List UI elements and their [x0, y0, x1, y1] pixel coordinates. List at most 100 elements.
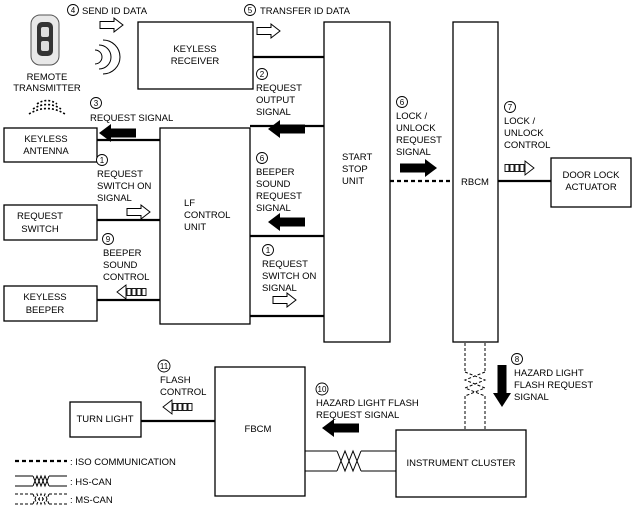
door-lock-actuator-block: DOOR LOCK ACTUATOR	[550, 157, 632, 208]
keyless-beeper-label-2: BEEPER	[26, 305, 65, 316]
send-id-arrow	[99, 17, 124, 33]
signal-11-text-1: FLASH	[160, 375, 191, 386]
transfer-id-arrow	[256, 23, 281, 39]
signal-9-text-2: SOUND	[103, 260, 137, 271]
signal-6a-text-3: REQUEST	[256, 191, 302, 202]
radio-waves-icon	[94, 39, 121, 75]
signal-8-text-2: FLASH REQUEST	[514, 380, 593, 391]
signal-1a-number: 1	[96, 154, 108, 166]
start-stop-unit-label-1: START	[342, 152, 372, 163]
legend-hs-can-line	[15, 474, 67, 488]
signal-4-text: SEND ID DATA	[82, 6, 148, 17]
lf-waves-icon	[28, 99, 66, 115]
lf-control-unit-label-2: CONTROL	[184, 210, 230, 221]
remote-label-2: TRANSMITTER	[13, 83, 81, 94]
svg-text:6: 6	[260, 154, 265, 163]
rbcm-label: RBCM	[461, 177, 489, 188]
signal-8-text-3: SIGNAL	[514, 392, 549, 403]
turn-light-label: TURN LIGHT	[77, 414, 134, 425]
request-output-arrow	[268, 120, 305, 138]
signal-6b-text-2: UNLOCK	[396, 123, 436, 134]
start-stop-unit-block: START STOP UNIT	[323, 21, 391, 343]
lock-unlock-request-arrow	[400, 159, 437, 177]
signal-4-number: 4	[67, 4, 79, 16]
svg-text:1: 1	[266, 246, 271, 255]
signal-10-text-1: HAZARD LIGHT FLASH	[316, 398, 419, 409]
request-switch-label-2: SWITCH	[21, 224, 59, 235]
request-switch-on-arrow-1	[126, 204, 151, 220]
signal-3-number: 3	[90, 97, 102, 109]
signal-1a-text-3: SIGNAL	[97, 193, 132, 204]
signal-1b-text-3: SIGNAL	[262, 283, 297, 294]
signal-1a-text-2: SWITCH ON	[97, 181, 151, 192]
signal-5-text: TRANSFER ID DATA	[260, 6, 351, 17]
start-stop-unit-label-2: STOP	[342, 164, 368, 175]
signal-6b-text-3: REQUEST	[396, 135, 442, 146]
svg-text:1: 1	[100, 156, 105, 165]
signal-6b-number: 6	[396, 96, 408, 108]
signal-7-text-3: CONTROL	[504, 140, 550, 151]
signal-5-number: 5	[244, 4, 256, 16]
signal-11-number: 11	[157, 359, 171, 373]
lf-control-unit-block: LF CONTROL UNIT	[159, 127, 251, 325]
signal-1b-text-1: REQUEST	[262, 259, 308, 270]
door-lock-actuator-label-2: ACTUATOR	[565, 182, 617, 193]
svg-text:4: 4	[71, 6, 76, 15]
fbcm-label: FBCM	[245, 424, 272, 435]
keyless-receiver-label-2: RECEIVER	[171, 56, 220, 67]
signal-2-text-1: REQUEST	[256, 83, 302, 94]
keyless-receiver-block: KEYLESS RECEIVER	[137, 21, 254, 90]
signal-6a-text-4: SIGNAL	[256, 203, 291, 214]
svg-text:9: 9	[106, 235, 111, 244]
legend-hs-can-label: : HS-CAN	[70, 477, 112, 488]
signal-10-number: 10	[315, 382, 329, 396]
legend-ms-can-label: : MS-CAN	[70, 495, 113, 506]
svg-text:11: 11	[160, 362, 169, 371]
legend-iso-label: : ISO COMMUNICATION	[70, 457, 176, 468]
keyless-antenna-block: KEYLESS ANTENNA	[3, 127, 98, 163]
keyless-receiver-label-1: KEYLESS	[173, 44, 216, 55]
signal-8-number: 8	[511, 353, 523, 365]
beeper-sound-request-arrow	[268, 213, 305, 231]
remote-label-1: REMOTE	[27, 72, 68, 83]
wires	[97, 55, 551, 473]
signal-6a-number: 6	[256, 152, 268, 164]
fbcm-block: FBCM	[214, 366, 306, 497]
signal-3-text: REQUEST SIGNAL	[90, 113, 173, 124]
flash-control-arrow	[162, 399, 193, 415]
door-lock-actuator-label-1: DOOR LOCK	[562, 170, 620, 181]
instrument-cluster-block: INSTRUMENT CLUSTER	[395, 429, 527, 498]
keyless-antenna-label-1: KEYLESS	[24, 134, 67, 145]
signal-9-number: 9	[102, 233, 114, 245]
lock-unlock-control-arrow	[504, 160, 535, 176]
svg-text:7: 7	[508, 103, 513, 112]
signal-11-text-2: CONTROL	[160, 387, 206, 398]
request-switch-on-arrow-2	[272, 292, 297, 308]
svg-text:2: 2	[260, 70, 265, 79]
signal-2-number: 2	[256, 68, 268, 80]
svg-text:10: 10	[318, 385, 327, 394]
svg-text:8: 8	[515, 355, 520, 364]
lf-control-unit-label-3: UNIT	[184, 222, 206, 233]
keyless-antenna-label-2: ANTENNA	[23, 146, 69, 157]
svg-text:3: 3	[94, 99, 99, 108]
signal-6a-text-2: SOUND	[256, 179, 290, 190]
keyless-beeper-label-1: KEYLESS	[23, 292, 66, 303]
request-switch-label-1: REQUEST	[17, 211, 63, 222]
hazard-flash-request-arrow-2	[322, 419, 359, 437]
signal-8-text-1: HAZARD LIGHT	[514, 368, 584, 379]
signal-2-text-2: OUTPUT	[256, 95, 295, 106]
signal-6b-text-1: LOCK /	[396, 111, 428, 122]
signal-6b-text-4: SIGNAL	[396, 147, 431, 158]
svg-text:5: 5	[248, 6, 253, 15]
start-stop-unit-label-3: UNIT	[342, 176, 364, 187]
signal-7-number: 7	[504, 101, 516, 113]
keyless-beeper-block: KEYLESS BEEPER	[3, 285, 98, 322]
signal-9-text-1: BEEPER	[103, 248, 142, 259]
request-switch-block: REQUEST SWITCH	[3, 204, 98, 241]
signal-10-text-2: REQUEST SIGNAL	[316, 410, 399, 421]
remote-transmitter-icon	[30, 14, 60, 66]
legend: : ISO COMMUNICATION : HS-CAN : MS-CAN	[15, 457, 176, 506]
signal-2-text-3: SIGNAL	[256, 107, 291, 118]
lf-control-unit-label-1: LF	[184, 198, 195, 209]
